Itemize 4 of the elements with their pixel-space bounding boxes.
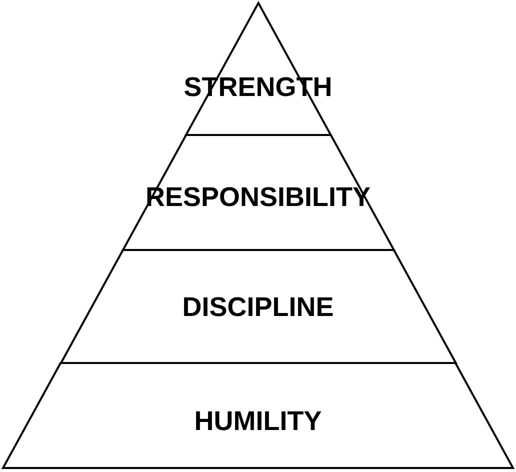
pyramid-tier <box>60 249 456 364</box>
tier-label: HUMILITY <box>194 406 322 436</box>
tier-label: DISCIPLINE <box>182 292 334 322</box>
pyramid-tier <box>2 362 514 469</box>
